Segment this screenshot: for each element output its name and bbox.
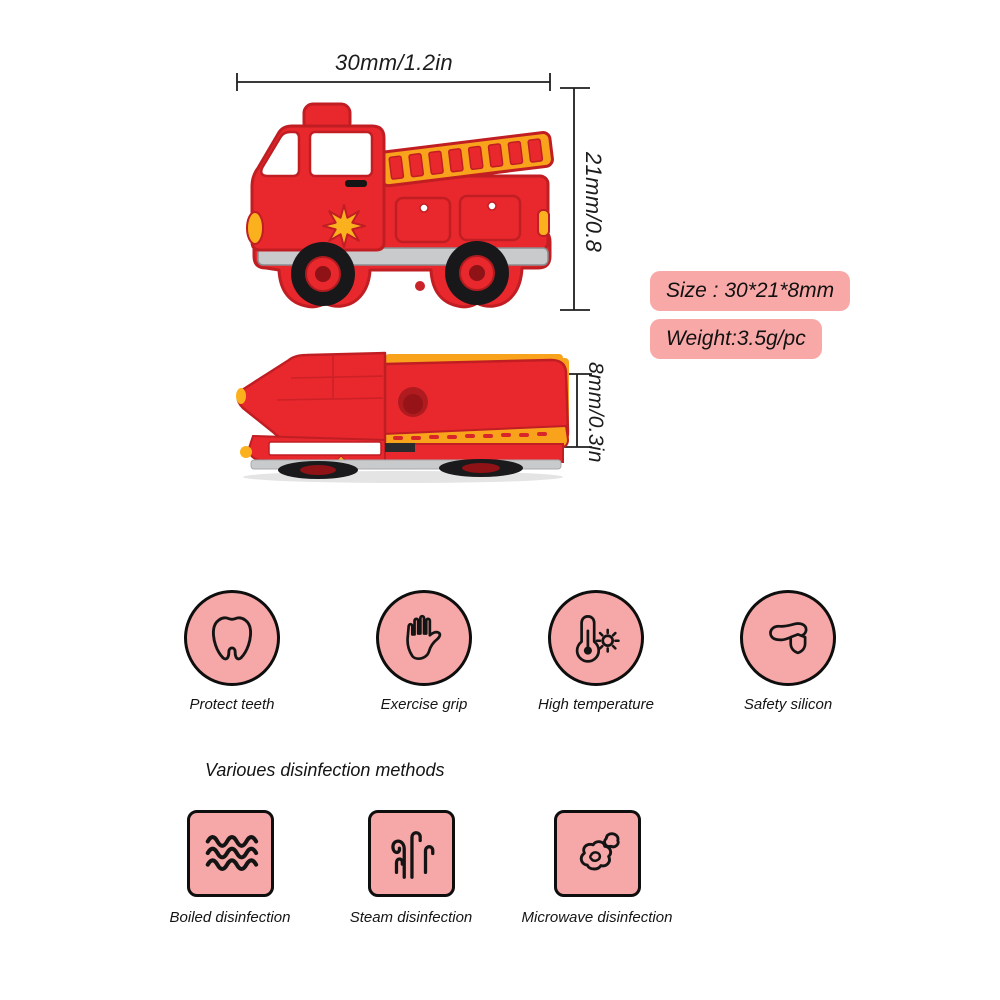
method-boiled: Boiled disinfection xyxy=(140,810,320,926)
bed-rivet-right xyxy=(487,201,497,211)
depth-dimension-label: 8mm/0.3in xyxy=(584,361,607,463)
front-wheel-hub xyxy=(300,465,336,475)
feature-protect-teeth: Protect teeth xyxy=(142,590,322,713)
size-badge: Size : 30*21*8mm xyxy=(650,271,851,311)
headlight-top xyxy=(236,388,246,404)
feature-label: Protect teeth xyxy=(189,696,275,713)
rear-wheel-hub xyxy=(462,463,500,473)
method-label: Steam disinfection xyxy=(349,909,473,926)
feature-circle xyxy=(740,590,836,686)
headlight-bottom xyxy=(240,446,252,458)
thermometer-icon xyxy=(575,615,620,663)
method-square xyxy=(367,810,455,897)
blobs-icon xyxy=(579,831,620,870)
bead-hole-front xyxy=(415,281,425,291)
fire-truck-side-view xyxy=(236,351,570,483)
feature-safety-silicon: Safety silicon xyxy=(698,590,878,713)
feature-label: Safety silicon xyxy=(743,696,833,713)
waves-icon xyxy=(205,834,259,871)
feature-circle xyxy=(376,590,472,686)
headlight xyxy=(246,211,264,245)
height-dimension-line xyxy=(560,87,590,311)
bed-panel-left xyxy=(394,196,452,244)
feature-exercise-grip: Exercise grip xyxy=(334,590,514,713)
bed-panel-right xyxy=(458,194,522,242)
width-dimension-label: 30mm/1.2in xyxy=(335,50,453,75)
steam-icon xyxy=(391,830,435,879)
feature-circle xyxy=(184,590,280,686)
feature-label: Exercise grip xyxy=(380,696,468,713)
ladder xyxy=(377,131,554,188)
door-star xyxy=(322,204,366,248)
method-steam: Steam disinfection xyxy=(321,810,501,926)
windshield xyxy=(260,130,301,178)
bed-rivet-left xyxy=(419,203,429,213)
tail-light xyxy=(537,209,550,237)
ladder-edge-marks xyxy=(393,432,547,440)
weight-badge: Weight:3.5g/pc xyxy=(650,319,822,359)
fire-truck-front-view xyxy=(246,102,554,309)
disinfection-heading: Varioues disinfection methods xyxy=(205,760,445,780)
feature-label: High temperature xyxy=(538,696,654,713)
cab-crease-lines xyxy=(276,355,384,401)
feature-high-temperature: High temperature xyxy=(506,590,686,713)
rear-wheel xyxy=(445,241,509,305)
height-dimension-label: 21mm/0.8 xyxy=(581,151,606,253)
window-strip xyxy=(268,441,382,456)
method-square xyxy=(553,810,641,897)
shoe-shield-icon xyxy=(769,622,808,655)
front-wheel xyxy=(291,242,355,306)
bead-hole-center xyxy=(403,394,423,414)
method-microwave: Microwave disinfection xyxy=(507,810,687,926)
handle-strip xyxy=(385,443,415,452)
method-label: Boiled disinfection xyxy=(169,909,291,926)
feature-circle xyxy=(548,590,644,686)
width-dimension-line xyxy=(236,73,551,91)
door-handle xyxy=(345,180,367,187)
method-label: Microwave disinfection xyxy=(521,909,673,926)
method-square xyxy=(186,810,274,897)
side-window xyxy=(308,130,374,178)
hand-icon xyxy=(406,614,442,661)
tooth-icon xyxy=(211,616,253,661)
